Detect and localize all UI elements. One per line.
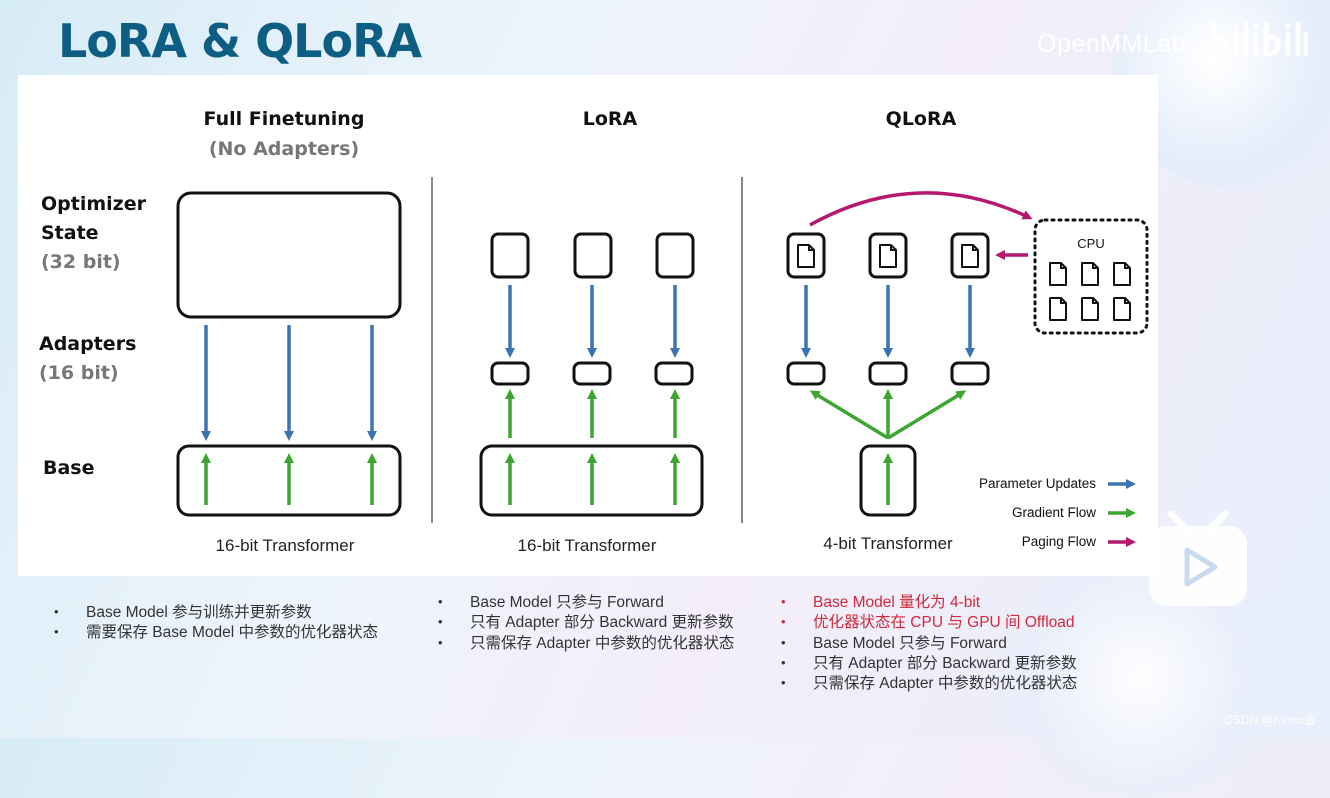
note-item: Base Model 参与训练并更新参数 xyxy=(54,602,378,623)
lora-adapter-box xyxy=(572,361,612,386)
column-title-full: Full Finetuning xyxy=(204,108,365,130)
note-item-highlight: Base Model 量化为 4-bit xyxy=(781,592,1077,613)
diagram-panel: Optimizer State (32 bit) Adapters (16 bi… xyxy=(18,75,1158,576)
note-item: Base Model 只参与 Forward xyxy=(438,592,734,613)
gradient-arrow xyxy=(809,390,889,440)
lora-optimizer-box xyxy=(573,232,613,279)
lora-optimizer-box xyxy=(655,232,695,279)
note-item: Base Model 只参与 Forward xyxy=(781,633,1077,654)
page-icon xyxy=(797,244,815,268)
note-item-highlight: 优化器状态在 CPU 与 GPU 间 Offload xyxy=(781,612,1077,633)
footer-lora: 16-bit Transformer xyxy=(518,536,657,555)
notes-full-finetuning: Base Model 参与训练并更新参数 需要保存 Base Model 中参数… xyxy=(54,602,378,644)
notes-lora: Base Model 只参与 Forward 只有 Adapter 部分 Bac… xyxy=(438,592,734,654)
openmmlab-watermark: OpenMMLab xyxy=(1037,30,1187,58)
page-icon xyxy=(1113,262,1131,286)
page-icon xyxy=(1081,297,1099,321)
paging-arrow xyxy=(809,191,1033,227)
page-icon xyxy=(1049,262,1067,286)
footer-full: 16-bit Transformer xyxy=(216,536,355,555)
row-label-optimizer: Optimizer xyxy=(41,193,147,215)
legend-gradient-flow: Gradient Flow xyxy=(1012,505,1096,520)
column-subtitle-full: (No Adapters) xyxy=(209,138,359,160)
row-label-optimizer-state: State xyxy=(41,222,99,244)
csdn-credit: CSDN @Kinno酱 xyxy=(1223,713,1316,727)
note-item: 只有 Adapter 部分 Backward 更新参数 xyxy=(438,612,734,633)
video-play-button[interactable] xyxy=(1143,510,1253,610)
row-label-adapters: Adapters xyxy=(39,333,136,355)
legend-parameter-updates: Parameter Updates xyxy=(979,476,1096,491)
bilibili-logo-graphic xyxy=(1211,21,1309,57)
optimizer-state-box xyxy=(176,191,402,319)
lora-adapter-box xyxy=(654,361,694,386)
lora-optimizer-box xyxy=(490,232,530,279)
note-item: 需要保存 Base Model 中参数的优化器状态 xyxy=(54,622,378,643)
gradient-arrow xyxy=(887,390,967,440)
note-item: 只有 Adapter 部分 Backward 更新参数 xyxy=(781,653,1077,674)
qlora-adapter-box xyxy=(950,361,990,386)
column-title-lora: LoRA xyxy=(583,108,638,130)
row-label-adapters-bits: (16 bit) xyxy=(39,362,119,384)
qlora-adapter-box xyxy=(868,361,908,386)
qlora-adapter-box xyxy=(786,361,826,386)
bilibili-logo xyxy=(1208,20,1309,69)
page-icon xyxy=(1049,297,1067,321)
play-icon xyxy=(1149,510,1247,606)
column-title-qlora: QLoRA xyxy=(886,108,957,130)
page-icon xyxy=(1081,262,1099,286)
page-icon xyxy=(1113,297,1131,321)
note-item: 只需保存 Adapter 中参数的优化器状态 xyxy=(781,673,1077,694)
lora-qlora-diagram: Optimizer State (32 bit) Adapters (16 bi… xyxy=(39,108,1149,555)
footer-qlora: 4-bit Transformer xyxy=(823,534,953,553)
notes-qlora: Base Model 量化为 4-bit 优化器状态在 CPU 与 GPU 间 … xyxy=(781,592,1077,694)
slide-title: LoRA & QLoRA xyxy=(58,14,422,68)
lora-adapter-box xyxy=(490,361,530,386)
row-label-optimizer-bits: (32 bit) xyxy=(41,251,121,273)
note-item: 只需保存 Adapter 中参数的优化器状态 xyxy=(438,633,734,654)
page-icon xyxy=(961,244,979,268)
cpu-label: CPU xyxy=(1077,236,1104,251)
page-icon xyxy=(879,244,897,268)
row-label-base: Base xyxy=(43,457,95,479)
legend-paging-flow: Paging Flow xyxy=(1022,534,1097,549)
